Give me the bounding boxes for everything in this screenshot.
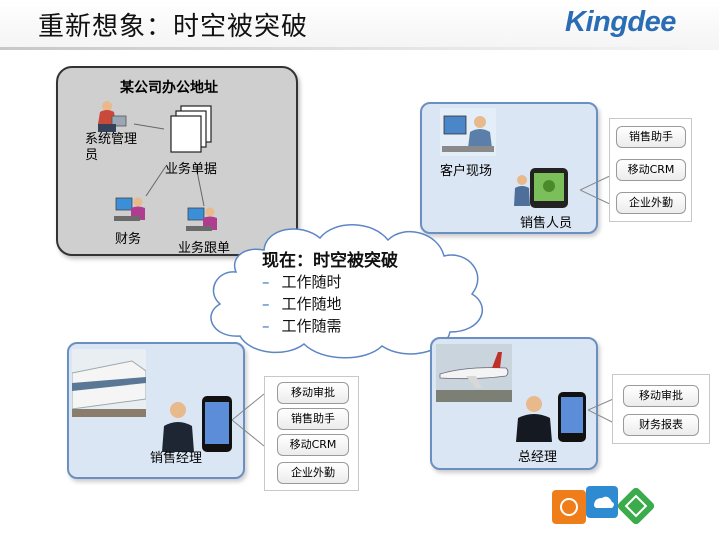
cloud-item-anytime: –工作随时 [262, 271, 342, 292]
function-mobile-approval[interactable]: 移动审批 [623, 385, 699, 407]
finance-user-icon [114, 197, 145, 221]
sales-manager-label: 销售经理 [150, 451, 203, 466]
train-photo-icon [72, 349, 146, 417]
bullet-dash: – [262, 273, 270, 291]
cloud-item-text: 工作随需 [281, 317, 342, 335]
function-mobile-crm[interactable]: 移动CRM [616, 159, 686, 181]
client-functions-box: 销售助手 移动CRM 企业外勤 [609, 118, 692, 222]
header-bar [0, 0, 719, 50]
bullet-dash: – [262, 317, 270, 335]
office-panel [56, 66, 298, 256]
followup-label: 业务跟单 [178, 241, 231, 256]
office-connectors [133, 123, 205, 207]
finance-label: 财务 [115, 232, 142, 247]
cloud-item-ondemand: –工作随需 [262, 315, 342, 336]
sales-manager-connector [232, 393, 265, 447]
function-sales-assistant[interactable]: 销售助手 [277, 408, 349, 430]
documents-icon [170, 105, 212, 153]
followup-user-icon [186, 207, 217, 231]
function-field-service[interactable]: 企业外勤 [277, 462, 349, 484]
general-manager-phone-icon [516, 392, 586, 442]
salesperson-phone-icon [514, 168, 568, 208]
header-divider [0, 47, 719, 50]
cloud-headline: 现在：时空被突破 [262, 251, 398, 271]
client-connector [580, 173, 615, 207]
customer-site-label: 客户现场 [440, 164, 493, 179]
function-mobile-approval[interactable]: 移动审批 [277, 382, 349, 404]
admin-icon [98, 101, 127, 132]
kingdee-logo: Kingdee [565, 6, 676, 38]
customer-site-icon [440, 108, 496, 156]
sales-manager-phone-icon [162, 396, 232, 452]
sales-manager-functions-box: 移动审批 销售助手 移动CRM 企业外勤 [264, 376, 359, 491]
admin-label: 系统管理员 [85, 132, 138, 163]
bullet-dash: – [262, 295, 270, 313]
gm-functions-box: 移动审批 财务报表 [612, 374, 710, 444]
decorative-cubes-icon [552, 486, 655, 525]
function-mobile-crm[interactable]: 移动CRM [277, 434, 349, 456]
general-manager-label: 总经理 [518, 450, 558, 465]
documents-label: 业务单据 [165, 162, 218, 177]
cloud-shape [210, 224, 483, 359]
cloud-item-text: 工作随地 [281, 295, 342, 313]
salesperson-label: 销售人员 [520, 216, 573, 231]
slide-title: 重新想象：时空被突破 [38, 12, 309, 42]
function-sales-assistant[interactable]: 销售助手 [616, 126, 686, 148]
cloud-item-text: 工作随时 [281, 273, 342, 291]
function-financial-report[interactable]: 财务报表 [623, 414, 699, 436]
function-field-service[interactable]: 企业外勤 [616, 192, 686, 214]
office-panel-title: 某公司办公地址 [120, 80, 218, 96]
cloud-item-anywhere: –工作随地 [262, 293, 342, 314]
airplane-photo-icon [436, 344, 512, 402]
